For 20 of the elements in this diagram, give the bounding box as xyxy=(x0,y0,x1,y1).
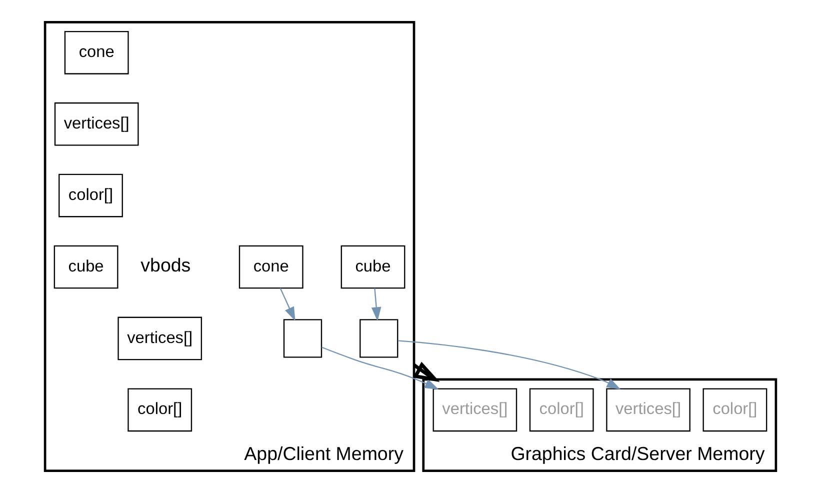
label: vbods xyxy=(140,254,191,276)
node-box xyxy=(360,319,398,358)
node-box: vertices[] xyxy=(606,388,690,432)
node-box: color[] xyxy=(128,388,192,432)
node-box: vertices[] xyxy=(54,102,139,146)
node-box: cone xyxy=(64,30,129,74)
node-box: vertices[] xyxy=(432,388,518,432)
node-box: color[] xyxy=(529,388,594,432)
arrow xyxy=(398,340,621,390)
arrow xyxy=(322,346,439,390)
node-box: vertices[] xyxy=(118,316,202,360)
arrow xyxy=(412,362,440,382)
arrow xyxy=(371,288,382,322)
node-box: cone xyxy=(238,245,304,289)
node-box xyxy=(283,319,322,358)
node-box: cube xyxy=(340,245,406,289)
node-box: color[] xyxy=(58,174,123,218)
arrow xyxy=(280,288,296,322)
node-box: cube xyxy=(54,245,118,289)
node-box: color[] xyxy=(702,388,768,432)
